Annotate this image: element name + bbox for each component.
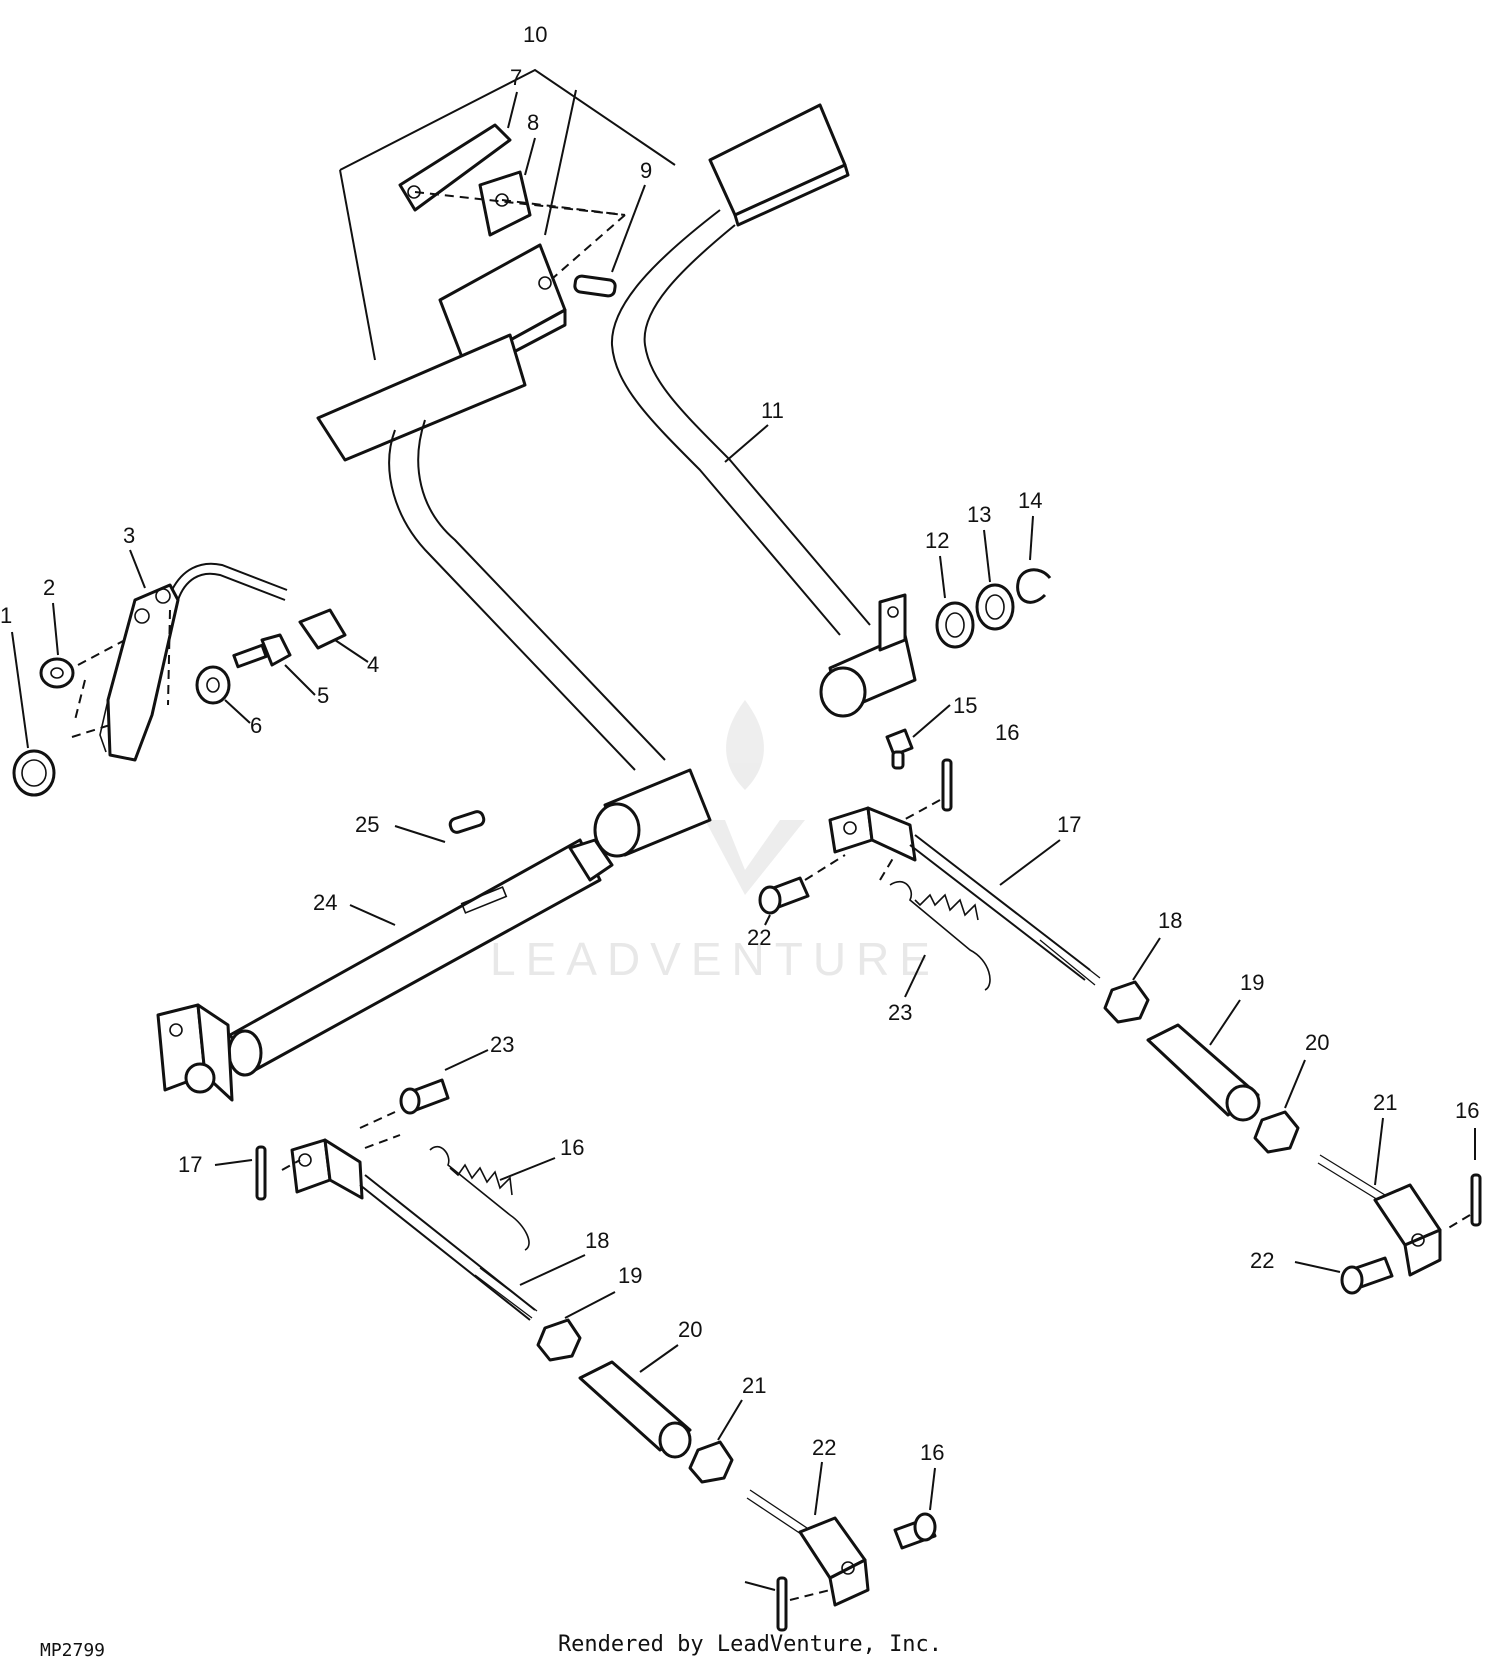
callout-3: 3 — [123, 523, 135, 548]
callout-17: 17 — [1057, 812, 1081, 837]
callout-13: 13 — [967, 502, 991, 527]
callout-1: 1 — [0, 603, 12, 628]
washer-6 — [195, 665, 231, 705]
callout-17-left: 18 — [585, 1228, 609, 1253]
bolt-5 — [232, 633, 292, 669]
callout-22-bottom: 16 — [920, 1440, 944, 1465]
callout-10: 10 — [523, 22, 547, 47]
callout-11: 11 — [761, 398, 784, 423]
lever-3 — [71, 562, 288, 762]
callout-23: 23 — [888, 1000, 912, 1025]
callout-2: 2 — [43, 575, 55, 600]
callout-19: 19 — [1240, 970, 1264, 995]
callout-9: 9 — [640, 158, 652, 183]
callout-7: 7 — [510, 65, 522, 90]
watermark-text: LEADVENTURE — [490, 933, 940, 985]
callout-8: 8 — [527, 110, 539, 135]
footer-credit: Rendered by LeadVenture, Inc. — [557, 1632, 943, 1657]
shaft-24 — [156, 768, 712, 1102]
pedal-10 — [316, 68, 676, 771]
callout-16: 16 — [995, 720, 1019, 745]
callout-15: 15 — [953, 693, 977, 718]
figure-code: MP2799 — [40, 1640, 106, 1661]
callout-19-left: 20 — [678, 1317, 702, 1342]
callout-21-left: 22 — [812, 1435, 836, 1460]
callout-22-right: 22 — [1250, 1248, 1274, 1273]
key-25 — [448, 810, 486, 834]
callout-24: 24 — [313, 890, 337, 915]
callout-22: 22 — [747, 925, 771, 950]
callout-25: 25 — [355, 812, 379, 837]
rod-assembly-left — [255, 1078, 937, 1632]
callout-labels: 10 7 8 9 11 3 2 1 4 5 6 12 13 14 15 16 2… — [0, 22, 1479, 1591]
clip-1 — [12, 749, 56, 797]
callout-23-left: 16 — [560, 1135, 584, 1160]
callout-12: 12 — [925, 528, 949, 553]
callout-20-left: 21 — [742, 1373, 766, 1398]
callout-4: 4 — [367, 652, 379, 677]
callout-16-left: 17 — [178, 1152, 202, 1177]
pedal-11 — [610, 103, 917, 718]
washers-12-13-14 — [935, 568, 1052, 649]
bushing-2 — [39, 657, 75, 689]
callout-18-left: 19 — [618, 1263, 642, 1288]
callout-18: 18 — [1158, 908, 1182, 933]
callout-6: 6 — [250, 713, 262, 738]
callout-20: 20 — [1305, 1030, 1329, 1055]
callout-16-right: 16 — [1455, 1098, 1479, 1123]
rod-assembly-right — [758, 758, 1482, 1295]
grease-fitting-15 — [885, 728, 914, 770]
knob-4 — [298, 608, 347, 650]
callout-22-left: 23 — [490, 1032, 514, 1057]
watermark-logo: LEADVENTURE — [490, 700, 940, 985]
callout-14: 14 — [1018, 488, 1042, 513]
callout-21: 21 — [1373, 1090, 1397, 1115]
callout-5: 5 — [317, 683, 329, 708]
